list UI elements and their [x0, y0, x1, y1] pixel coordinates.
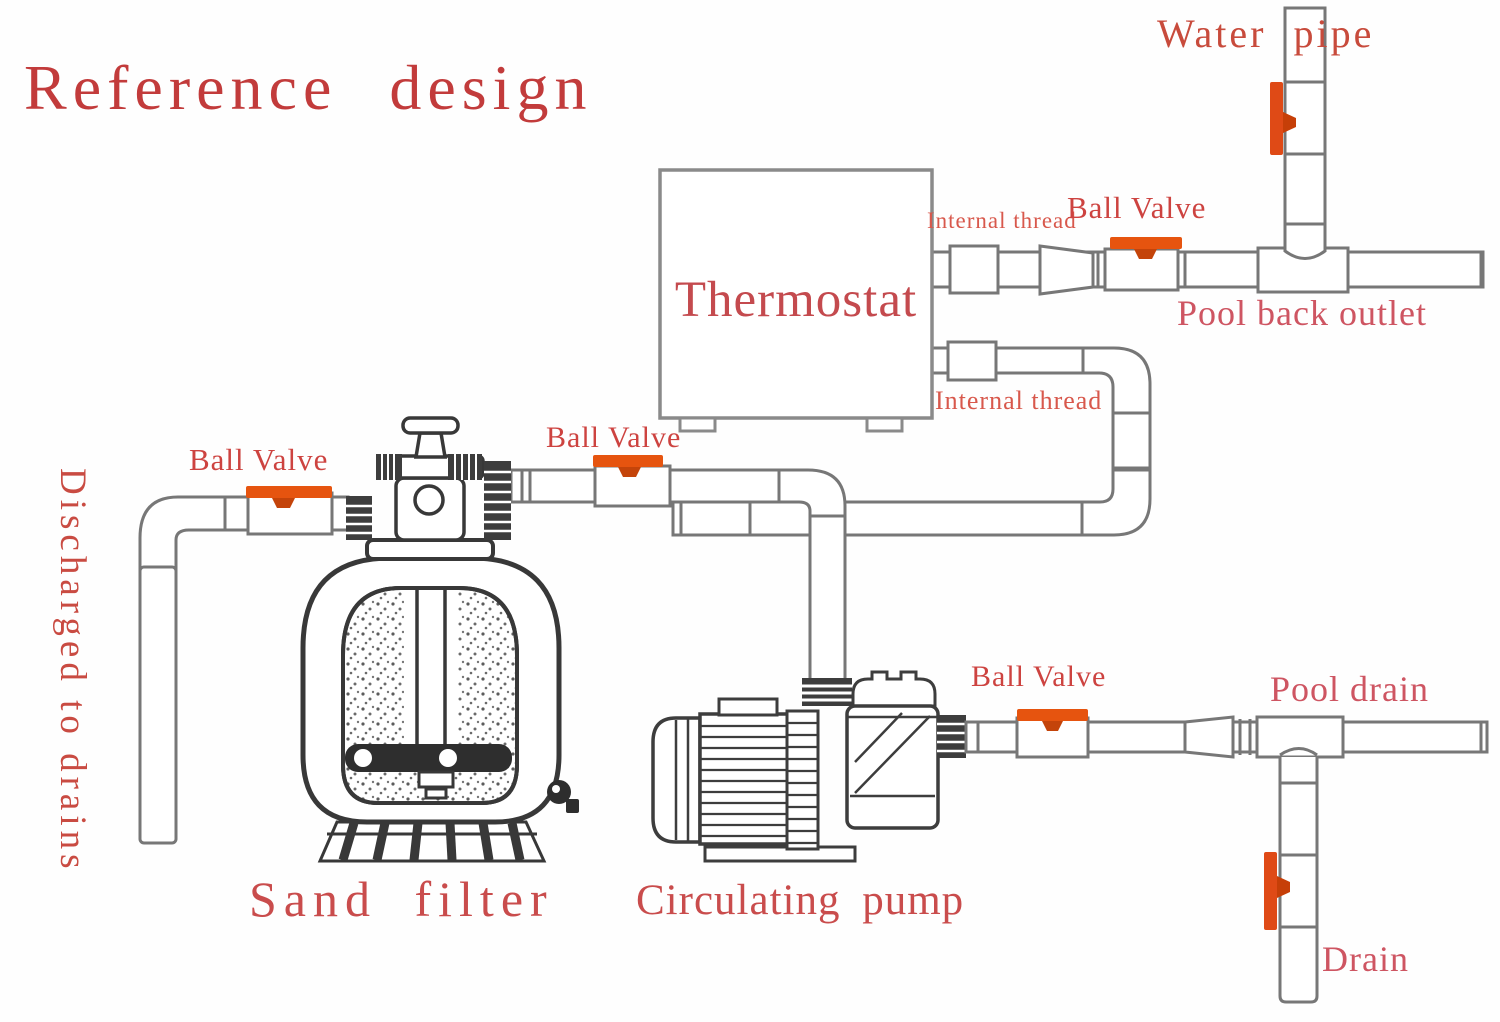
ball-valve-filter-symbol [593, 455, 663, 477]
strainer-lid [851, 670, 937, 708]
label-ball-valve-filter: Ball Valve [546, 421, 682, 454]
circulating-pump [651, 670, 966, 863]
pool-drain-pipe [964, 715, 1489, 759]
sand-filter [300, 538, 579, 863]
label-internal-thread-bottom: Internal thread [935, 386, 1103, 415]
pool-back-outlet-pipe [930, 244, 1485, 296]
label-ball-valve-top: Ball Valve [1067, 190, 1207, 225]
ball-valve-top-symbol [1110, 237, 1182, 259]
ball-valve-left-symbol [246, 486, 332, 508]
label-sand-filter: Sand filter [249, 871, 554, 927]
pump-clamp-ring [785, 709, 820, 851]
valve-sight-glass [413, 484, 445, 516]
label-pool-back-outlet: Pool back outlet [1177, 293, 1427, 333]
pump-inlet-union [802, 678, 852, 706]
strainer-pot [845, 704, 940, 830]
label-thermostat: Thermostat [674, 272, 918, 328]
label-water-pipe: Water pipe [1157, 11, 1375, 56]
label-drain: Drain [1322, 939, 1409, 979]
filter-drain-spigot [547, 780, 571, 804]
thermostat-box [658, 168, 934, 433]
pump-outlet-union [937, 715, 966, 758]
water-pipe-valve-symbol [1270, 82, 1296, 155]
drain-valve-symbol [1264, 852, 1290, 930]
valve-rib-right [448, 454, 482, 480]
label-discharged-to-drains: Discharged to drains [52, 468, 93, 874]
pump-motor-fins [698, 712, 790, 846]
valve-port-right [484, 461, 511, 540]
label-internal-thread-top: Internal thread [927, 208, 1077, 233]
valve-rib-left [376, 454, 402, 480]
label-circulating-pump: Circulating pump [636, 877, 965, 924]
valve-handle [401, 416, 460, 459]
ball-valve-pump-symbol [1017, 709, 1088, 731]
label-ball-valve-pump: Ball Valve [971, 660, 1107, 693]
page-title: Reference design [24, 52, 593, 123]
drain-branch-pipe [1278, 747, 1319, 1004]
thermostat-return-pipe [671, 340, 1152, 537]
valve-port-left [346, 496, 372, 540]
label-ball-valve-left: Ball Valve [189, 442, 329, 477]
multiport-valve [346, 416, 511, 542]
label-pool-drain: Pool drain [1270, 669, 1429, 709]
